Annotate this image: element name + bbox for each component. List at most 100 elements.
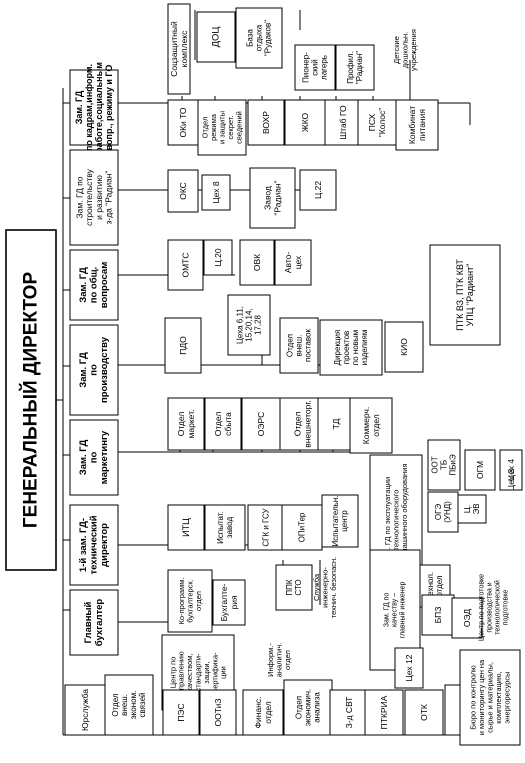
preschool-label: учреждения bbox=[409, 29, 418, 71]
jurist: Юрслужба bbox=[64, 684, 106, 736]
kio: КИО bbox=[384, 321, 424, 373]
otk-label: ОТК bbox=[419, 704, 429, 721]
quality-head-label: главный инженер bbox=[398, 581, 406, 638]
ext-econ-label: Отдел bbox=[111, 693, 120, 716]
go-staff: Штаб ГО bbox=[324, 99, 362, 146]
info-analytic-label: аналитич. bbox=[275, 643, 284, 678]
ovk: ОВК bbox=[239, 239, 275, 286]
deputy-general-label: по общ. bbox=[89, 267, 100, 304]
prod-services-label: технологической bbox=[493, 580, 501, 635]
deputy-marketing-label: маркетингу bbox=[99, 430, 110, 484]
quality-head-label: Зам. ГД по bbox=[384, 593, 391, 628]
ext-supply-label: Отдел bbox=[286, 334, 295, 357]
fin-dept-label: отдел bbox=[263, 701, 273, 724]
motor-shop: Авто-цех bbox=[274, 239, 312, 286]
oki-to-label: ОКи ТО bbox=[178, 107, 188, 137]
deputy-ops-label: технологического bbox=[392, 490, 401, 551]
deputy-production-label: Зам. ГД bbox=[78, 352, 89, 388]
social-complex-label: комплекс bbox=[179, 30, 189, 67]
quality-head-label: качеству – bbox=[392, 593, 399, 627]
zd-svt: З-д СВТ bbox=[329, 689, 369, 736]
bureau-label: и мониторингу цен на bbox=[477, 659, 486, 735]
ppk-sto-label: ППК bbox=[285, 579, 294, 596]
bureau-label: сырье и материалы, bbox=[486, 662, 495, 733]
preschool-label: Детские bbox=[392, 36, 401, 64]
pioneer-camp-label: ский bbox=[311, 59, 320, 75]
ext-econ-label: связей bbox=[138, 693, 147, 718]
test-center-label: центр bbox=[340, 510, 349, 532]
ogm: ОГМ bbox=[464, 449, 496, 491]
ext-supply-label: поставок bbox=[303, 329, 312, 362]
shop-8-label: Цех 8 bbox=[211, 181, 221, 203]
new-projects-label: изделиям bbox=[360, 330, 369, 366]
shops-group-label: 17,28 bbox=[253, 314, 262, 335]
pioneer-camp-label: лагерь bbox=[319, 55, 328, 80]
regime-dept-label: и защиты bbox=[218, 111, 227, 144]
itc-label: ИТЦ bbox=[181, 518, 191, 537]
jurist-label: Юрслужба bbox=[80, 689, 90, 731]
bureau-label: комплектацию, bbox=[494, 671, 503, 723]
pdo: ПДО bbox=[164, 317, 202, 374]
dots-box: ДОЦ bbox=[196, 11, 236, 63]
td-box: ТД bbox=[317, 397, 355, 451]
center-quality-label: качеством, bbox=[185, 653, 194, 691]
info-analytic-label: отдел bbox=[283, 650, 292, 670]
ext-supply-label: внеш. bbox=[295, 335, 304, 357]
econ-analysis-label: Отдел bbox=[295, 696, 304, 719]
pilot-plant-label: завод bbox=[225, 517, 234, 539]
shop-4: Цех 4 bbox=[499, 449, 523, 491]
prod-services-label: подготовке bbox=[502, 590, 509, 626]
deputy-general-label: вопросам bbox=[99, 262, 110, 308]
food-plant-label: питания bbox=[417, 109, 427, 141]
plant-radian-label: "Радиан" bbox=[272, 180, 282, 215]
shops-group: Цеха 6,11,15,20,14,17,28 bbox=[227, 294, 271, 356]
center-quality-label: Центр по bbox=[168, 657, 177, 689]
deputy-build-label: з-да "Радиан" bbox=[103, 170, 113, 224]
oot-label: ПБиЭ bbox=[448, 454, 457, 475]
ogz-label: ОГЭ bbox=[434, 504, 443, 521]
pes: ПЭС bbox=[162, 689, 200, 736]
psh-kolos: ПСХ"Колос" bbox=[357, 99, 397, 146]
motor-shop-label: цех bbox=[293, 255, 303, 269]
new-projects-label: Дирекция bbox=[333, 330, 342, 366]
oki-to: ОКи ТО bbox=[167, 99, 199, 146]
ptk-group-label: УПЦ "Радиант" bbox=[465, 264, 475, 327]
center-quality-label: сертифика- bbox=[210, 652, 219, 693]
new-projects-label: проектов bbox=[342, 331, 351, 365]
rest-base-label: отдыха bbox=[255, 24, 264, 51]
commerce-dept-label: Коммерч. bbox=[361, 407, 371, 444]
shop-zv-label: ЭВ bbox=[472, 503, 481, 514]
oot-label: ТБ bbox=[440, 460, 449, 470]
center-quality-label: ции bbox=[219, 666, 228, 679]
plant-radian-label: Завод bbox=[263, 186, 273, 210]
deputy-build-label: и развитию bbox=[94, 175, 104, 220]
new-projects-label: по новым bbox=[351, 330, 360, 365]
pilot-plant: Испытат.завод bbox=[204, 504, 246, 551]
deputy-ops-label: энергомашинного оборудования bbox=[400, 463, 409, 576]
plant-radian: Завод"Радиан" bbox=[249, 167, 296, 229]
ko-dept-label: бухгалтерск. bbox=[186, 579, 195, 623]
deputy-build-label: Зам. ГД по bbox=[75, 176, 85, 218]
opiter: ОПиТер bbox=[281, 504, 323, 551]
deputy-technical-label: 1-й зам. ГД- bbox=[78, 518, 89, 572]
shop-zv-label: Ц. bbox=[463, 505, 472, 513]
info-analytic: Информ.-аналитич.отдел bbox=[266, 643, 292, 678]
sgk: СГК и ГСУ bbox=[247, 504, 285, 551]
otk: ОТК bbox=[404, 689, 444, 736]
fin-dept: Финанс.отдел bbox=[242, 689, 284, 736]
ptkria-label: ПТКРИА bbox=[379, 695, 389, 729]
deputy-technical-label: директор bbox=[99, 523, 110, 567]
sec-tech-label: инженерно- bbox=[321, 567, 330, 608]
vohr-label: ВОХР bbox=[261, 111, 271, 134]
shop-20: Ц.20 bbox=[203, 239, 233, 276]
deputy-marketing-label: по bbox=[89, 452, 100, 464]
